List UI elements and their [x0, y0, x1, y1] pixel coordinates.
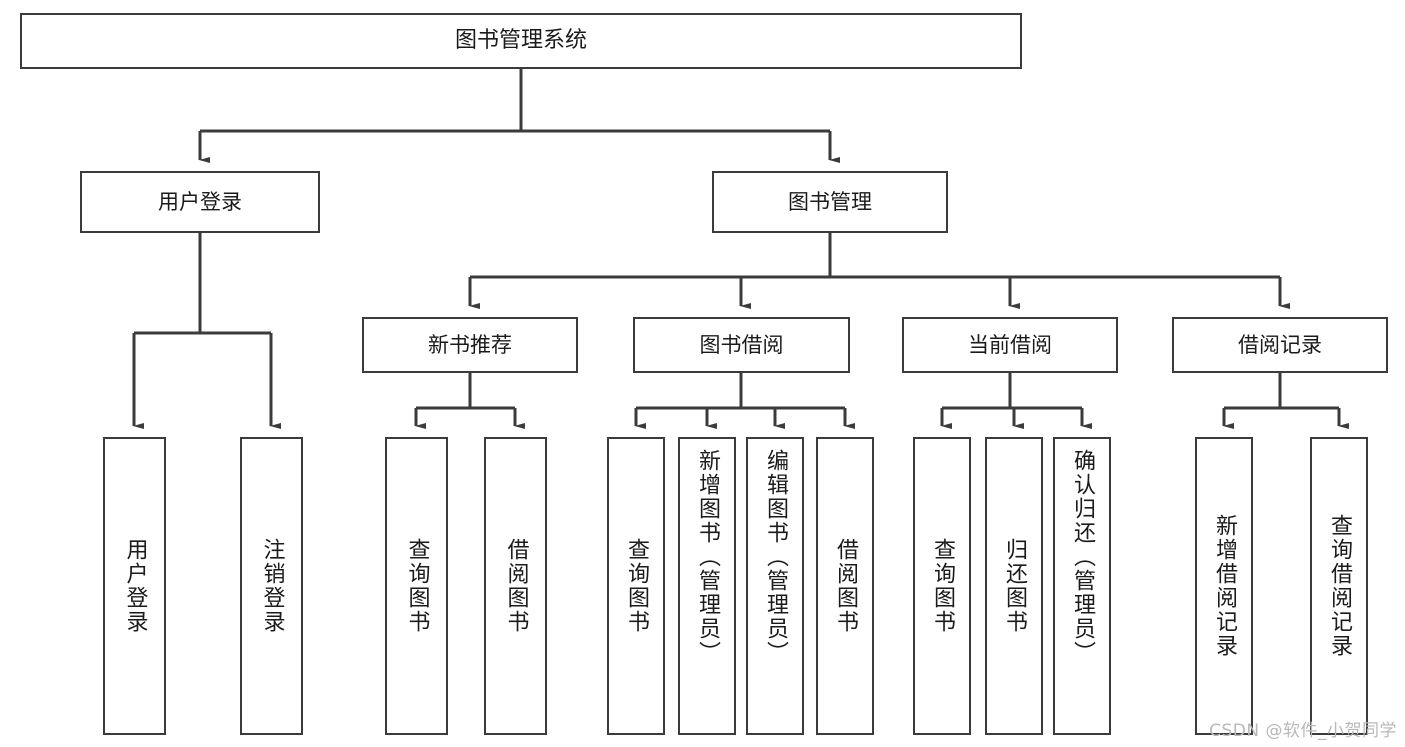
node-root[interactable]: 图书管理系统 — [20, 13, 1022, 69]
node-leaf-edit-book-label: 编辑图书（管理员） — [763, 449, 788, 665]
node-leaf-edit-book[interactable]: 编辑图书（管理员） — [746, 437, 804, 735]
node-new-book-recommend[interactable]: 新书推荐 — [362, 317, 578, 373]
node-book-borrow-label: 图书借阅 — [699, 332, 784, 357]
node-book-manage[interactable]: 图书管理 — [712, 171, 948, 233]
node-leaf-add-book[interactable]: 新增图书（管理员） — [678, 437, 736, 735]
node-user-login[interactable]: 用户登录 — [80, 171, 320, 233]
node-leaf-borrow-book-rec[interactable]: 借阅图书 — [484, 437, 547, 735]
node-leaf-borrow-book[interactable]: 借阅图书 — [816, 437, 874, 735]
node-leaf-query-book-cur-label: 查询图书 — [930, 538, 955, 634]
node-book-borrow[interactable]: 图书借阅 — [633, 317, 850, 373]
node-user-login-label: 用户登录 — [158, 189, 242, 214]
node-current-borrow[interactable]: 当前借阅 — [902, 317, 1118, 373]
node-leaf-query-book-rec-label: 查询图书 — [404, 538, 430, 634]
node-leaf-return-book[interactable]: 归还图书 — [985, 437, 1043, 735]
node-leaf-add-book-label: 新增图书（管理员） — [695, 449, 720, 665]
node-borrow-record-label: 借阅记录 — [1238, 332, 1322, 357]
node-leaf-user-logout-label: 注销登录 — [259, 538, 285, 634]
node-leaf-query-book-borrow-label: 查询图书 — [624, 538, 649, 634]
node-leaf-user-login-label: 用户登录 — [122, 538, 148, 634]
node-root-label: 图书管理系统 — [454, 28, 587, 54]
node-leaf-add-record-label: 新增借阅记录 — [1212, 514, 1237, 658]
node-leaf-query-book-rec[interactable]: 查询图书 — [385, 437, 448, 735]
node-leaf-query-book-borrow[interactable]: 查询图书 — [607, 437, 665, 735]
node-leaf-user-login[interactable]: 用户登录 — [103, 437, 166, 735]
node-leaf-return-book-label: 归还图书 — [1002, 538, 1027, 634]
node-leaf-add-record[interactable]: 新增借阅记录 — [1195, 437, 1253, 735]
node-leaf-confirm-return[interactable]: 确认归还（管理员） — [1053, 437, 1111, 735]
node-leaf-query-record-label: 查询借阅记录 — [1327, 514, 1352, 658]
node-current-borrow-label: 当前借阅 — [968, 332, 1052, 357]
node-leaf-borrow-book-label: 借阅图书 — [833, 538, 858, 634]
node-leaf-query-book-cur[interactable]: 查询图书 — [913, 437, 971, 735]
node-leaf-query-record[interactable]: 查询借阅记录 — [1310, 437, 1368, 735]
node-new-book-recommend-label: 新书推荐 — [428, 332, 512, 357]
node-borrow-record[interactable]: 借阅记录 — [1172, 317, 1388, 373]
node-leaf-confirm-return-label: 确认归还（管理员） — [1070, 449, 1095, 665]
node-leaf-user-logout[interactable]: 注销登录 — [240, 437, 303, 735]
node-book-manage-label: 图书管理 — [788, 189, 872, 214]
watermark: CSDN @软件_小贺同学 — [1209, 721, 1397, 741]
node-leaf-borrow-book-rec-label: 借阅图书 — [503, 538, 529, 634]
